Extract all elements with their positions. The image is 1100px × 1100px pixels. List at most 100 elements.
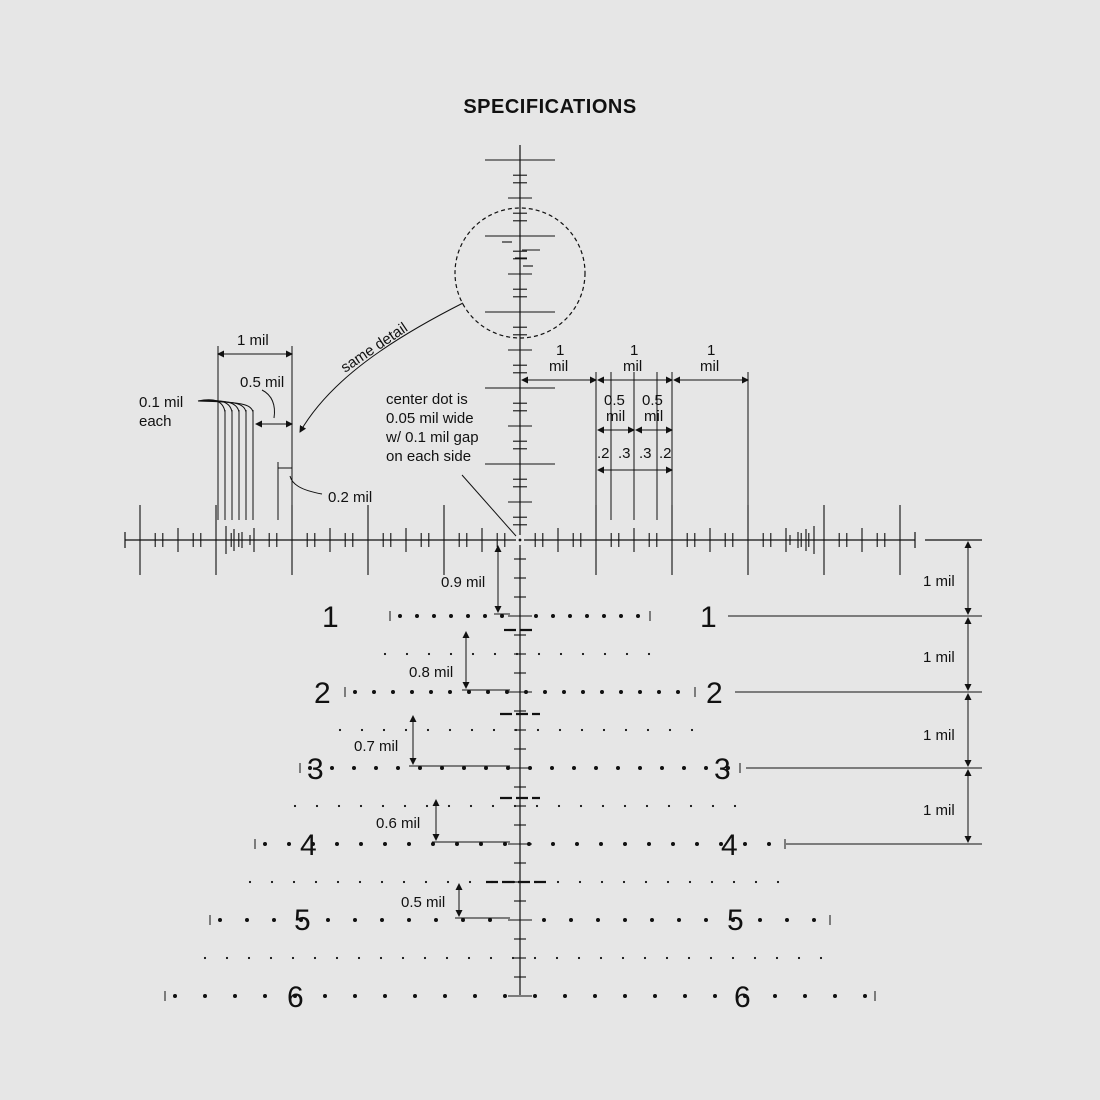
holdover-dot xyxy=(602,614,606,618)
guide-dot xyxy=(380,880,384,884)
guide-dot xyxy=(383,652,387,656)
row-numbers: 1 1 2 2 3 3 4 4 5 5 6 6 xyxy=(287,601,751,1014)
guide-dot xyxy=(556,880,560,884)
holdover-dot xyxy=(396,766,400,770)
row-number-left-1: 1 xyxy=(322,601,339,634)
label-sub-1: .2 xyxy=(597,445,610,462)
holdover-dot xyxy=(812,918,816,922)
label-right-3: 1 xyxy=(707,342,715,359)
guide-dot xyxy=(776,880,780,884)
label-right-1-mil: mil xyxy=(549,358,568,375)
label-sub-2: .3 xyxy=(618,445,631,462)
row-number-right-4: 4 xyxy=(721,829,738,862)
guide-dot xyxy=(537,652,541,656)
holdover-dot xyxy=(682,766,686,770)
holdover-dot xyxy=(479,842,483,846)
guide-dot xyxy=(404,728,408,732)
half-mil-leader xyxy=(261,389,275,419)
holdover-dot xyxy=(353,918,357,922)
holdover-dot xyxy=(551,842,555,846)
guide-dot xyxy=(689,804,693,808)
holdover-dot xyxy=(488,918,492,922)
row-number-left-2: 2 xyxy=(314,677,331,710)
guide-dot xyxy=(603,652,607,656)
holdover-dot xyxy=(503,842,507,846)
label-half-b: 0.5 xyxy=(642,392,663,409)
same-detail-arrow xyxy=(299,302,464,433)
holdover-dot xyxy=(657,690,661,694)
guide-dot xyxy=(665,956,669,960)
guide-dot xyxy=(447,804,451,808)
holdover-dot xyxy=(542,918,546,922)
holdover-label-2: 0.8 mil xyxy=(409,664,453,681)
guide-dot xyxy=(358,880,362,884)
guide-dot xyxy=(535,804,539,808)
guide-dot xyxy=(513,804,517,808)
holdover-dot xyxy=(335,842,339,846)
guide-dot xyxy=(623,804,627,808)
holdover-dot xyxy=(653,994,657,998)
guide-dot xyxy=(577,956,581,960)
guide-dot xyxy=(710,880,714,884)
holdover-dot xyxy=(585,614,589,618)
holdover-dot xyxy=(455,842,459,846)
label-tenth-mil: 0.1 mil xyxy=(139,394,183,411)
guide-dot xyxy=(424,880,428,884)
holdover-dot xyxy=(383,842,387,846)
guide-dot xyxy=(489,956,493,960)
holdover-dot xyxy=(623,994,627,998)
holdover-dot xyxy=(263,994,267,998)
guide-dot xyxy=(360,728,364,732)
guide-dot xyxy=(624,728,628,732)
holdover-dot xyxy=(758,918,762,922)
guide-dot xyxy=(471,652,475,656)
row-number-right-6: 6 xyxy=(734,981,751,1014)
row-number-right-1: 1 xyxy=(700,601,717,634)
holdover-dot xyxy=(773,994,777,998)
guide-dot xyxy=(468,880,472,884)
guide-dot xyxy=(645,804,649,808)
holdover-dot xyxy=(619,614,623,618)
guide-dot xyxy=(668,728,672,732)
label-1mil-left: 1 mil xyxy=(237,332,269,349)
guide-dot xyxy=(338,728,342,732)
guide-dot xyxy=(402,880,406,884)
row-number-left-5: 5 xyxy=(294,904,311,937)
row-number-right-3: 3 xyxy=(714,753,731,786)
holdover-dot xyxy=(287,842,291,846)
center-dot-leader xyxy=(461,474,517,537)
annotation-labels: 1 mil 0.5 mil 0.1 mil each 0.2 mil same … xyxy=(139,319,955,911)
holdover-dot xyxy=(650,918,654,922)
guide-dot xyxy=(602,728,606,732)
guide-dot xyxy=(425,804,429,808)
guide-dot xyxy=(646,728,650,732)
guide-dot xyxy=(514,728,518,732)
guide-dot xyxy=(269,956,273,960)
holdover-dot xyxy=(413,994,417,998)
holdover-dot xyxy=(218,918,222,922)
holdover-dot xyxy=(326,918,330,922)
guide-dot xyxy=(446,880,450,884)
holdover-dot xyxy=(528,766,532,770)
holdover-dot xyxy=(524,690,528,694)
page-title: SPECIFICATIONS xyxy=(463,96,637,118)
holdover-dot xyxy=(503,994,507,998)
holdover-dot xyxy=(448,690,452,694)
guide-dot xyxy=(512,880,516,884)
holdover-dot xyxy=(719,842,723,846)
holdover-dot xyxy=(568,614,572,618)
holdover-dot xyxy=(323,994,327,998)
guide-dot xyxy=(667,804,671,808)
guide-dot xyxy=(515,652,519,656)
guide-dot xyxy=(600,880,604,884)
holdover-dot xyxy=(671,842,675,846)
guide-dot xyxy=(732,880,736,884)
guide-dot xyxy=(335,956,339,960)
holdover-dot xyxy=(704,766,708,770)
guide-dot xyxy=(578,880,582,884)
holdover-dot xyxy=(353,994,357,998)
holdover-dot xyxy=(599,842,603,846)
guide-dot xyxy=(775,956,779,960)
guide-dot xyxy=(491,804,495,808)
guide-dot xyxy=(467,956,471,960)
